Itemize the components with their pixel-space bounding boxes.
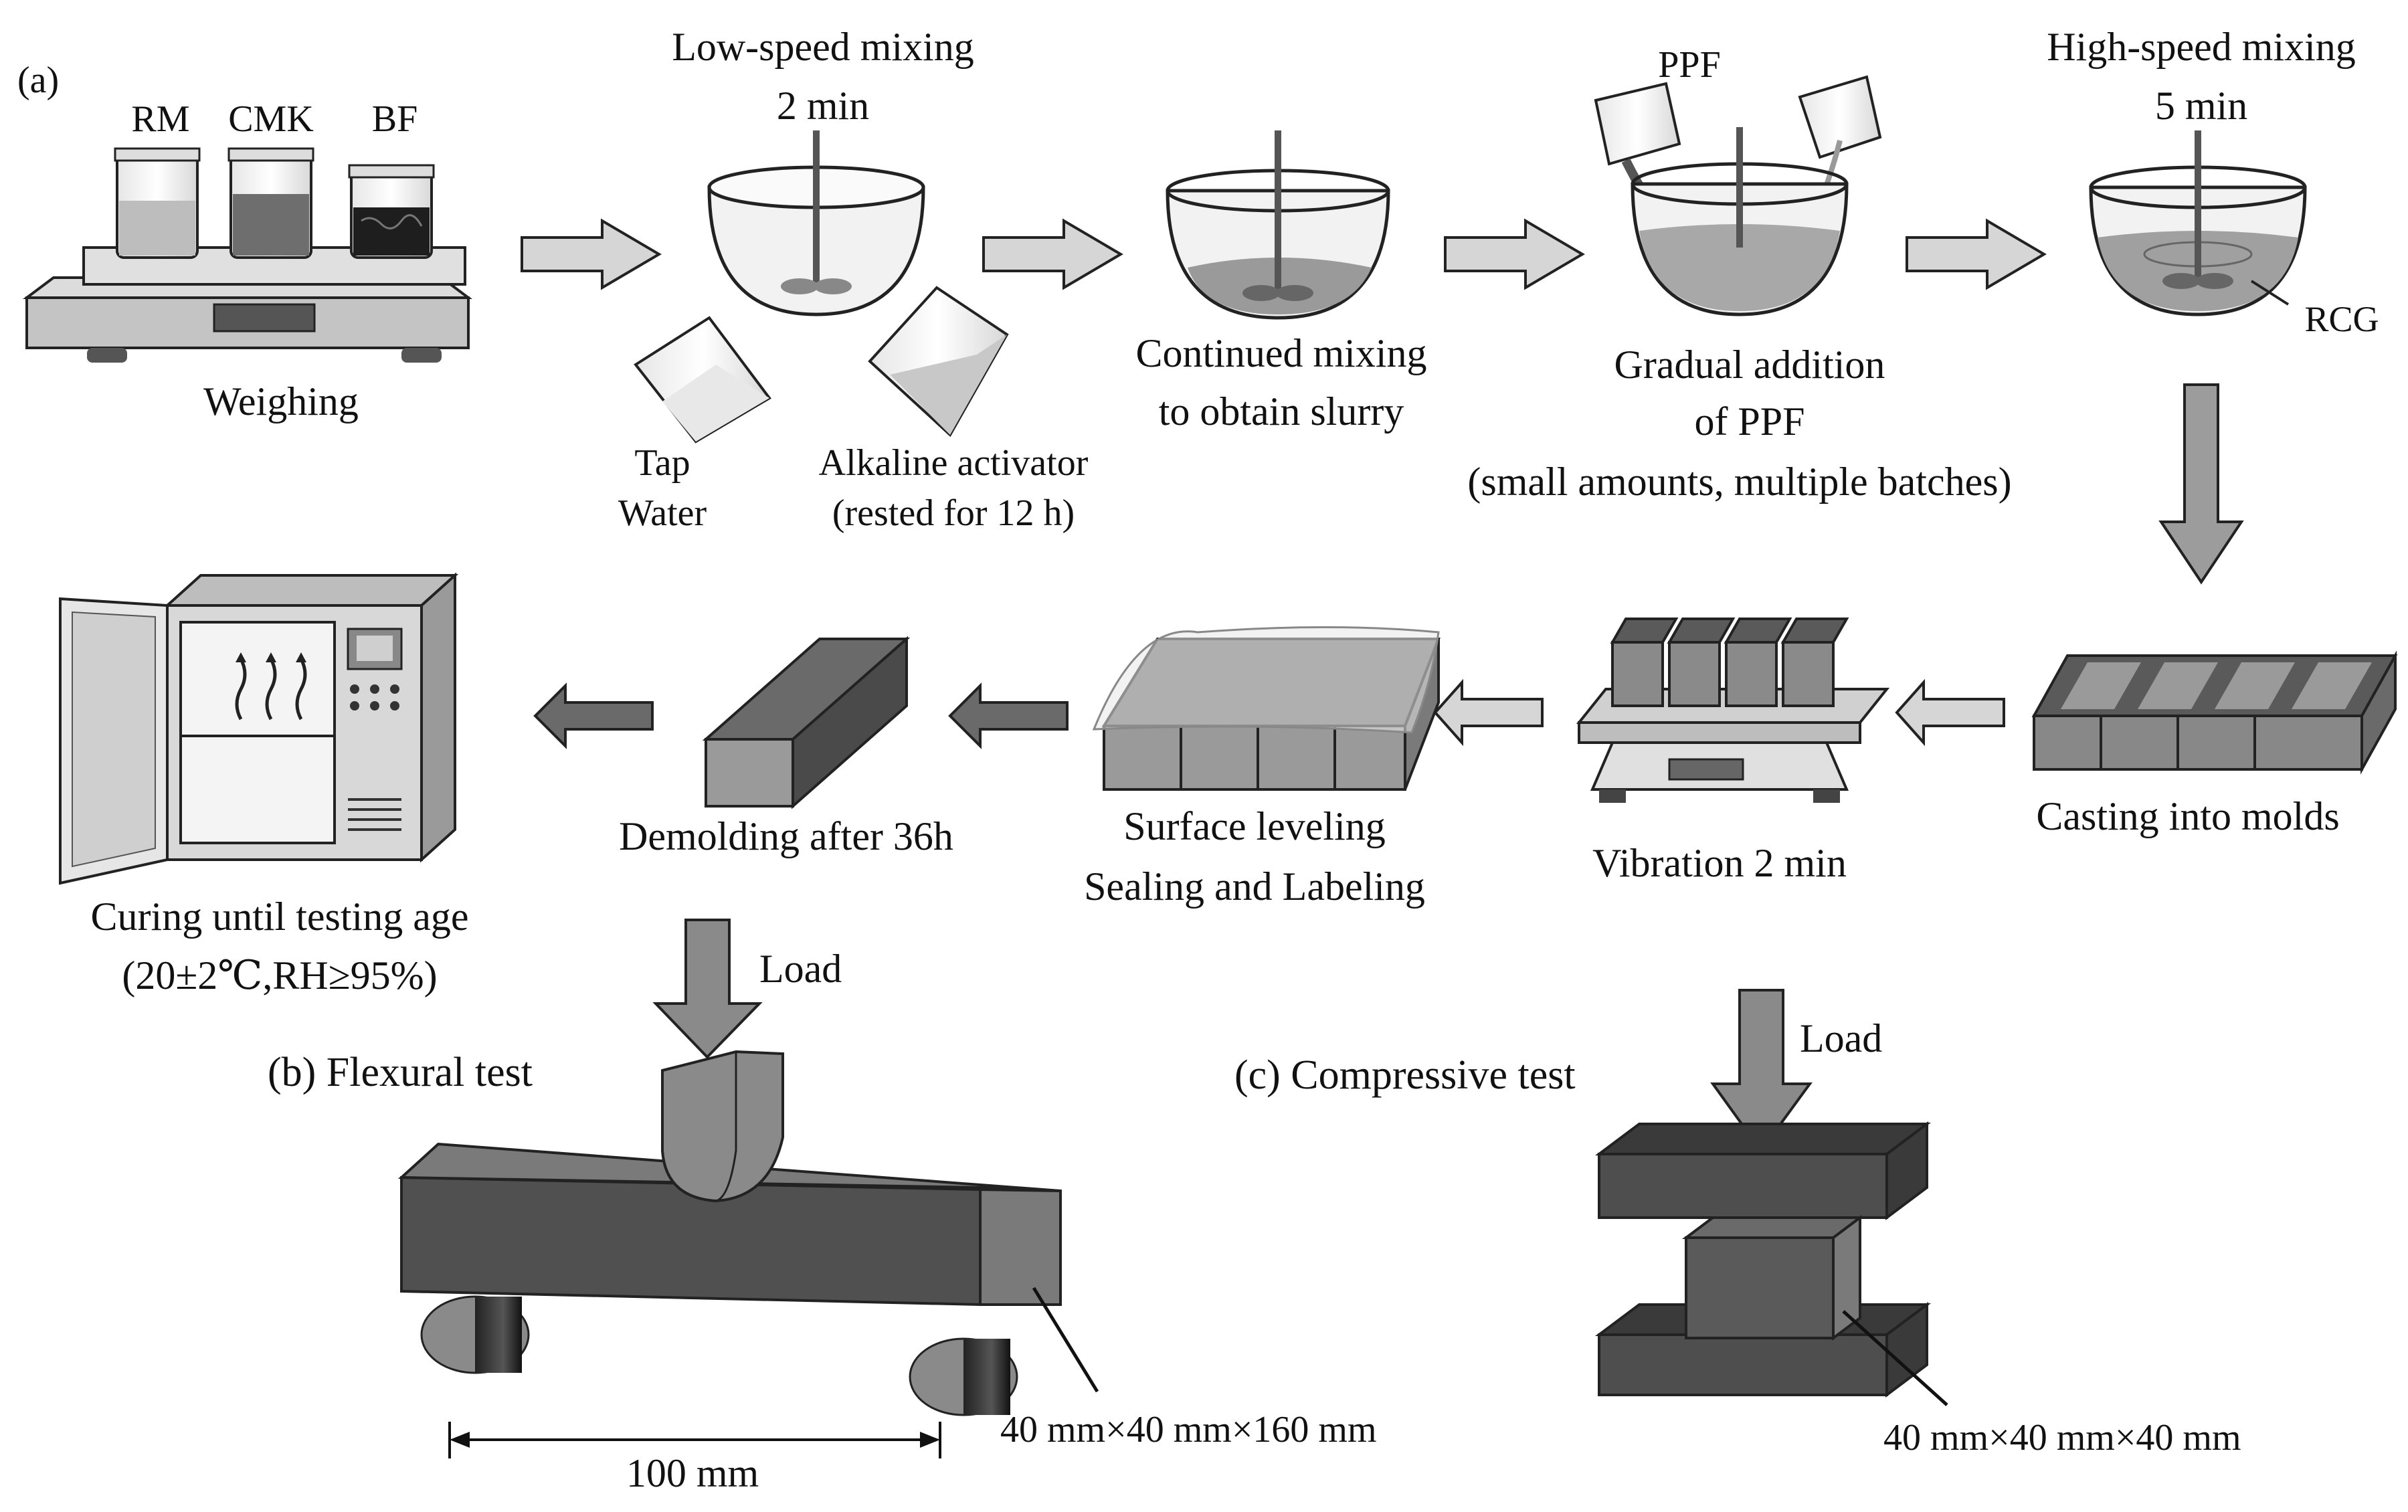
leveling-line-2: Sealing and Labeling	[1084, 864, 1425, 909]
jar-label-cmk: CMK	[228, 98, 314, 140]
ppf-cup-right-icon	[1798, 75, 1882, 195]
demolded-prism-icon	[702, 636, 911, 810]
compressive-dimension: 40 mm×40 mm×40 mm	[1883, 1417, 2241, 1458]
loading-head-icon	[661, 1050, 784, 1203]
compressive-platens-icon	[1595, 1121, 1931, 1398]
continued-mixing-bowl-icon	[1166, 130, 1390, 320]
flow-arrow-icon	[1906, 218, 2047, 290]
water-label: Water	[618, 492, 707, 534]
curing-line-1: Curing until testing age	[91, 894, 469, 939]
curing-line-2: (20±2℃,RH≥95%)	[122, 953, 437, 998]
flow-arrow-icon	[982, 218, 1123, 290]
compressive-load-label: Load	[1800, 1016, 1882, 1060]
high-speed-title: High-speed mixing	[2047, 25, 2356, 69]
ppf-addition-bowl-icon	[1631, 127, 1849, 316]
weighing-scale-icon	[23, 246, 472, 363]
ppf-label: PPF	[1658, 44, 1720, 86]
low-speed-duration: 2 min	[777, 84, 869, 128]
rcg-callout: RCG	[2304, 299, 2379, 339]
continued-mixing-line-1: Continued mixing	[1136, 331, 1427, 375]
alkaline-activator-label: Alkaline activator	[819, 442, 1089, 484]
load-arrow-icon	[1710, 989, 1813, 1153]
alkaline-activator-beaker-icon	[868, 286, 1009, 438]
vibration-caption: Vibration 2 min	[1592, 841, 1847, 885]
jar-cmk-icon	[227, 147, 314, 259]
continued-mixing-line-2: to obtain slurry	[1159, 389, 1404, 434]
flexural-load-label: Load	[759, 947, 842, 991]
jar-label-rm: RM	[131, 98, 189, 140]
load-arrow-icon	[652, 919, 763, 1059]
jar-rm-icon	[114, 147, 201, 259]
jar-label-bf: BF	[372, 98, 418, 140]
flexural-dimension: 40 mm×40 mm×160 mm	[1000, 1409, 1377, 1450]
vibration-table-icon	[1576, 618, 1890, 803]
low-speed-title: Low-speed mixing	[672, 25, 974, 69]
high-speed-duration: 5 min	[2155, 84, 2247, 128]
flow-arrow-left-dark-icon	[948, 682, 1069, 749]
tap-water-beaker-icon	[634, 316, 771, 444]
tap-label: Tap	[634, 442, 690, 484]
leveling-line-1: Surface leveling	[1123, 804, 1386, 848]
casting-caption: Casting into molds	[2036, 794, 2339, 838]
flow-arrow-left-dark-icon	[533, 682, 654, 749]
gradual-addition-line-1: Gradual addition	[1614, 343, 1885, 387]
rested-label: (rested for 12 h)	[832, 492, 1075, 534]
demolding-caption: Demolding after 36h	[619, 814, 953, 858]
casting-molds-icon	[2031, 650, 2398, 775]
flexural-dimension-leader	[1032, 1287, 1099, 1393]
curing-chamber-icon	[59, 572, 459, 885]
compressive-dimension-leader	[1842, 1310, 1948, 1406]
flow-arrow-icon	[1444, 218, 1585, 290]
high-speed-bowl-icon	[2089, 130, 2307, 316]
jar-bf-icon	[348, 164, 435, 259]
panel-label-b: (b) Flexural test	[268, 1050, 533, 1095]
flow-arrow-left-icon	[1433, 678, 1544, 747]
flow-arrow-down-icon	[2158, 383, 2244, 585]
span-dimension-line	[448, 1422, 941, 1458]
flow-arrow-left-icon	[1895, 678, 2005, 747]
weighing-caption: Weighing	[203, 379, 359, 423]
span-label: 100 mm	[626, 1451, 759, 1495]
flow-arrow-icon	[521, 218, 662, 290]
gradual-addition-line-3: (small amounts, multiple batches)	[1467, 460, 2011, 504]
sealed-molds-icon	[1092, 626, 1441, 791]
low-speed-bowl-icon	[707, 130, 925, 316]
gradual-addition-line-2: of PPF	[1694, 399, 1804, 444]
panel-label-c: (c) Compressive test	[1234, 1052, 1576, 1098]
panel-label-a: (a)	[17, 60, 59, 101]
